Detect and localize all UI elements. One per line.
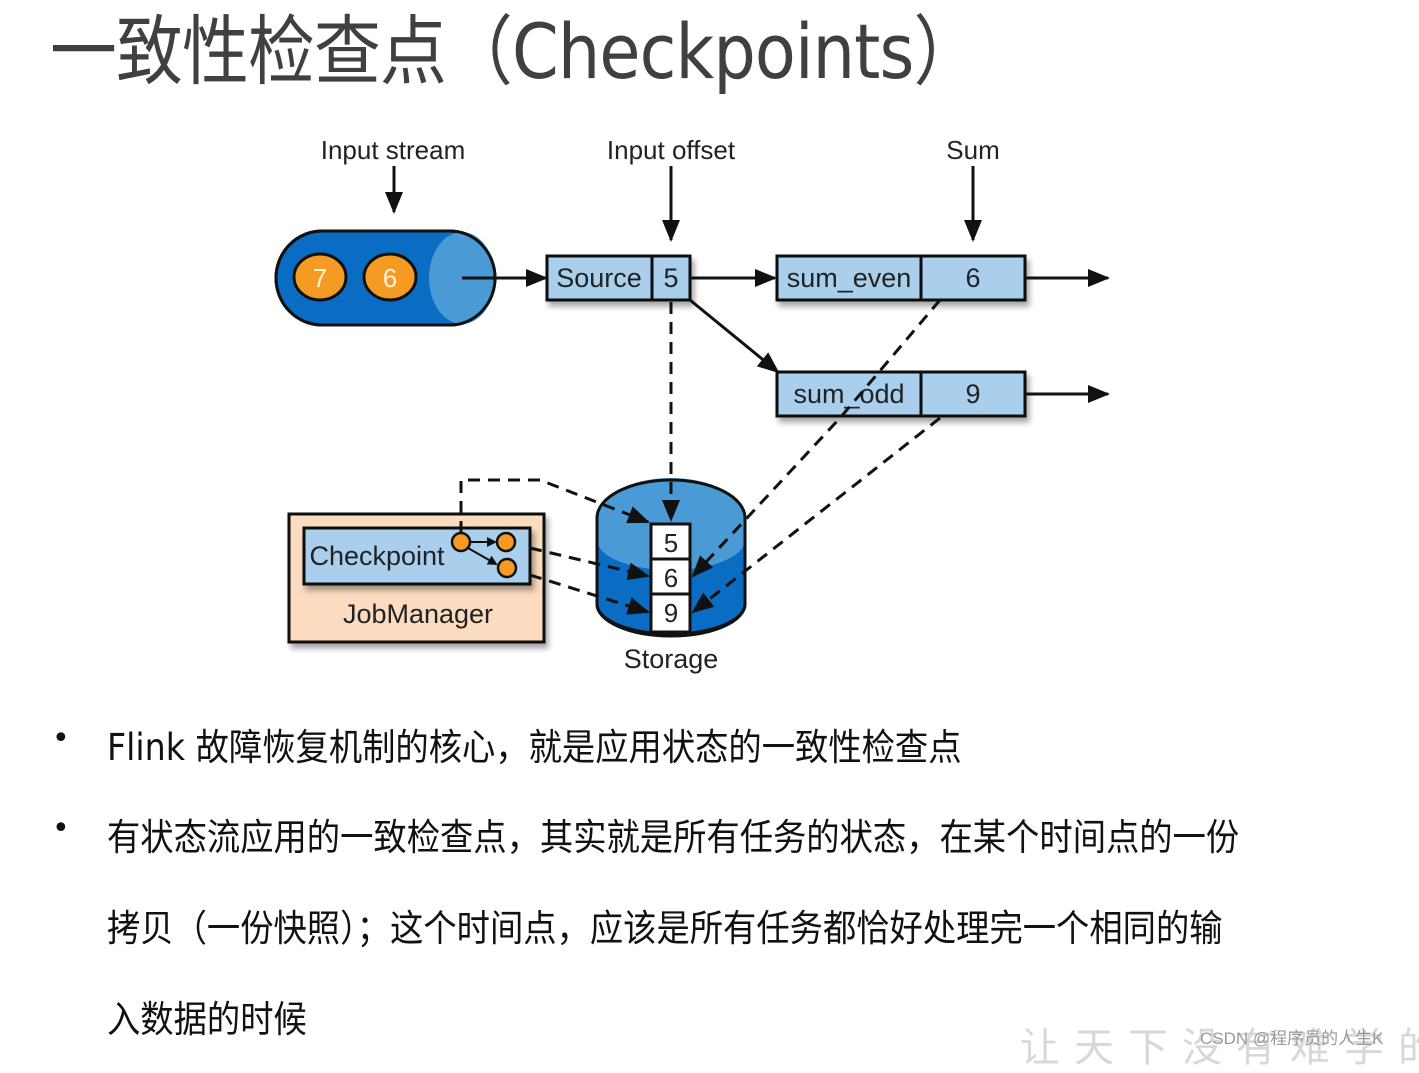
csdn-watermark: CSDN @程序员的人生K <box>1200 1029 1384 1048</box>
source-offset: 5 <box>663 263 678 293</box>
snapshot-sum-odd <box>691 416 941 614</box>
sum-odd-value: 9 <box>965 379 980 409</box>
stream-record: 7 <box>292 252 348 302</box>
sum-odd-operator <box>775 370 1027 418</box>
sum-even-value: 6 <box>965 263 980 293</box>
label-sum: Sum <box>946 135 999 165</box>
storage-cell: 9 <box>649 592 692 634</box>
arrow-source-to-sum-odd <box>689 298 780 374</box>
bullet-text: 拷贝（一份快照）；这个时间点，应该是所有任务都恰好处理完一个相同的输 <box>107 907 1223 950</box>
bullet-text: Flink 故障恢复机制的核心，就是应用状态的一致性检查点 <box>107 726 962 769</box>
checkpoint-trigger-line <box>459 478 650 533</box>
storage-cell: 5 <box>649 522 692 561</box>
bullet-text: 入数据的时候 <box>107 998 307 1041</box>
barrier-marker <box>496 557 518 579</box>
stream-record: 6 <box>362 252 418 302</box>
bullet-marker: • <box>52 811 70 846</box>
bullet-text: 有状态流应用的一致检查点，其实就是所有任务的状态，在某个时间点的一份 <box>107 816 1240 859</box>
storage-label: Storage <box>624 644 719 674</box>
sum-odd-name: sum_odd <box>793 379 904 409</box>
jobmanager-label: JobManager <box>343 599 493 629</box>
source-name: Source <box>556 263 642 293</box>
label-input-offset: Input offset <box>607 135 736 165</box>
snapshot-sum-even <box>691 299 942 578</box>
barrier-arrow <box>467 547 498 565</box>
svg-text:5: 5 <box>664 528 678 558</box>
svg-text:7: 7 <box>313 263 327 293</box>
svg-text:9: 9 <box>664 598 678 628</box>
slide-title: 一致性检查点（Checkpoints） <box>50 7 980 96</box>
barrier-marker <box>450 531 472 553</box>
sum-even-name: sum_even <box>787 263 912 293</box>
checkpoint-label: Checkpoint <box>309 541 445 571</box>
checkpoint-diagram: Input stream Input offset Sum 7 6 Source… <box>274 135 1110 674</box>
sum-even-operator <box>775 254 1027 302</box>
svg-text:6: 6 <box>383 263 397 293</box>
snapshot-barrier-9 <box>529 573 650 615</box>
bullet-marker: • <box>52 721 70 756</box>
storage-cell: 6 <box>649 557 692 596</box>
label-input-stream: Input stream <box>321 135 466 165</box>
barrier-marker <box>495 531 517 553</box>
svg-text:6: 6 <box>664 563 678 593</box>
snapshot-barrier-6 <box>529 546 650 581</box>
